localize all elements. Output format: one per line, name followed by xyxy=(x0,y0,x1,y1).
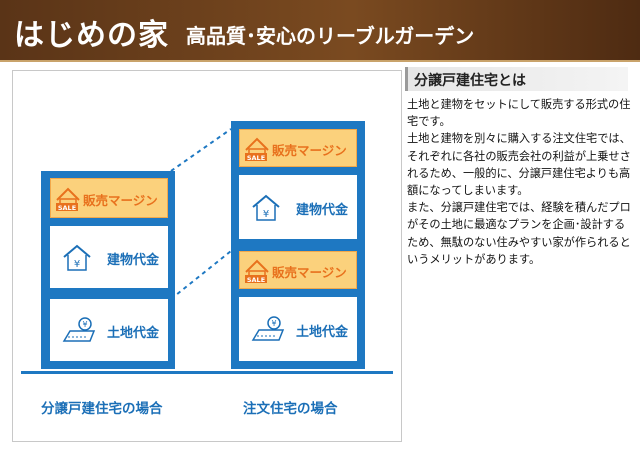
left-building-box: ¥ 建物代金 xyxy=(50,226,168,288)
sidebar-paragraph: 土地と建物をセットにして販売する形式の住宅です。 xyxy=(407,98,631,129)
svg-text:¥: ¥ xyxy=(74,259,80,270)
right-margin-top-box: SALE 販売マージン xyxy=(239,129,357,167)
ground-line xyxy=(21,371,393,374)
svg-text:¥: ¥ xyxy=(263,209,269,220)
right-building-box: ¥ 建物代金 xyxy=(239,175,357,239)
right-caption: 注文住宅の場合 xyxy=(243,401,338,417)
left-building-label: 建物代金 xyxy=(107,253,160,268)
connector-lines xyxy=(170,128,232,300)
land-yen-icon: ¥ xyxy=(251,316,285,341)
brand-title: はじめの家 xyxy=(14,18,169,53)
brand-subtitle: 高品質･安心のリーブルガーデン xyxy=(186,24,475,48)
left-margin-label: 販売マージン xyxy=(83,193,158,208)
svg-text:¥: ¥ xyxy=(271,319,276,328)
left-land-box: ¥ 土地代金 xyxy=(50,299,168,361)
sidebar-paragraph: 土地と建物を別々に購入する注文住宅では、それぞれに各社の販売会社の利益が上乗せさ… xyxy=(407,132,631,198)
left-margin-box: SALE 販売マージン xyxy=(50,178,168,218)
right-land-box: ¥ 土地代金 xyxy=(239,297,357,361)
sale-tag: SALE xyxy=(247,154,265,162)
left-land-label: 土地代金 xyxy=(107,326,160,341)
house-sale-icon: SALE xyxy=(245,137,269,162)
right-land-label: 土地代金 xyxy=(296,325,349,340)
svg-text:¥: ¥ xyxy=(82,320,87,329)
house-sale-icon: SALE xyxy=(245,259,269,284)
right-building-label: 建物代金 xyxy=(296,203,349,218)
header-banner: はじめの家 高品質･安心のリーブルガーデン xyxy=(0,0,640,62)
sidebar-heading: 分譲戸建住宅とは xyxy=(405,67,628,91)
right-margin-mid-label: 販売マージン xyxy=(272,265,347,280)
sidebar-description: 土地と建物をセットにして販売する形式の住宅です。 土地と建物を別々に購入する注文… xyxy=(407,96,633,268)
left-caption: 分譲戸建住宅の場合 xyxy=(41,401,163,417)
house-yen-icon: ¥ xyxy=(63,244,91,271)
sidebar-paragraph: また、分譲戸建住宅では、経験を積んだプロがその土地に最適なプランを企画･設計する… xyxy=(407,201,631,266)
right-margin-top-label: 販売マージン xyxy=(272,143,347,158)
house-yen-icon: ¥ xyxy=(252,194,280,221)
land-yen-icon: ¥ xyxy=(62,317,96,342)
sale-tag: SALE xyxy=(58,204,76,212)
right-margin-mid-box: SALE 販売マージン xyxy=(239,251,357,289)
sale-tag: SALE xyxy=(247,276,265,284)
house-sale-icon: SALE xyxy=(56,187,80,212)
comparison-diagram: SALE 販売マージン ¥ 建物代金 ¥ 土地代金 SALE 販売マージン xyxy=(12,70,402,442)
